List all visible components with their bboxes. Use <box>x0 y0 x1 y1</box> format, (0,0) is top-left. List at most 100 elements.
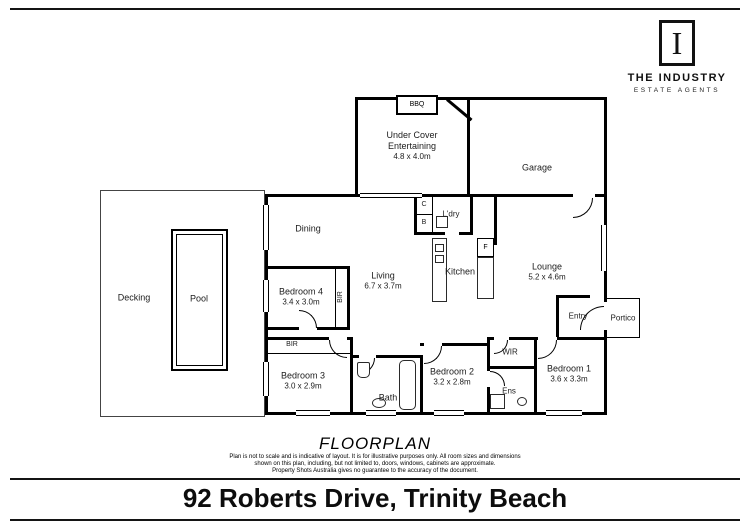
room-label-bedroom1: Bedroom 1 3.6 x 3.3m <box>547 364 591 385</box>
room-dims: 5.2 x 4.6m <box>528 272 566 282</box>
room-label-dining: Dining <box>295 223 321 234</box>
room-name: Bedroom 3 <box>280 370 326 381</box>
property-address: 92 Roberts Drive, Trinity Beach <box>182 483 568 513</box>
fixture <box>357 362 370 378</box>
disclaimer-line: shown on this plan, including, but not l… <box>254 461 496 467</box>
room-dims: 6.7 x 3.7m <box>364 281 402 291</box>
room-name: Under Cover <box>386 130 438 140</box>
wall <box>350 337 353 415</box>
room-name: Bedroom 2 <box>429 366 475 377</box>
fixture <box>432 238 447 302</box>
address-divider-top <box>10 478 740 480</box>
wall <box>265 266 350 269</box>
agency-logo: I THE INDUSTRY ESTATE AGENTS <box>622 20 732 94</box>
fridge-box: F <box>477 238 494 257</box>
room-name: Lounge <box>531 261 563 272</box>
disclaimer: Plan is not to scale and is indicative o… <box>0 454 750 475</box>
wall <box>265 337 353 340</box>
top-divider <box>10 8 740 10</box>
room-label-cupboard-b: B <box>421 219 427 226</box>
room-label-cupboard-c: C <box>421 201 427 208</box>
window <box>366 410 396 416</box>
window <box>263 280 269 312</box>
agency-tagline: ESTATE AGENTS <box>633 87 721 94</box>
window <box>360 193 422 198</box>
wall <box>534 337 537 415</box>
wall <box>556 295 559 337</box>
agency-name: THE INDUSTRY <box>627 72 727 84</box>
room-dims: 3.6 x 3.3m <box>550 374 588 384</box>
bbq-box: BBQ <box>396 95 438 115</box>
portico-outline <box>607 298 640 338</box>
door-gap <box>359 355 376 358</box>
wall <box>415 214 432 215</box>
wall <box>265 353 351 354</box>
wall <box>470 197 473 235</box>
room-label-bbq: BBQ <box>409 101 425 108</box>
room-label-fridge: F <box>483 243 488 251</box>
window <box>263 362 269 396</box>
pool-inner-outline <box>176 234 223 366</box>
room-dims: 3.0 x 2.9m <box>284 381 322 391</box>
fixture <box>436 216 448 228</box>
fixture <box>435 244 444 252</box>
room-label-bir-bed3: BIR <box>286 341 298 348</box>
wall <box>414 197 417 235</box>
fixture <box>399 360 416 410</box>
room-dims: 4.8 x 4.0m <box>393 152 431 161</box>
room-label-kitchen: Kitchen <box>444 266 476 277</box>
wall <box>347 266 350 330</box>
fixture <box>435 255 444 263</box>
room-label-bath: Bath <box>378 392 398 403</box>
door-gap <box>424 343 442 346</box>
room-label-lounge: Lounge 5.2 x 4.6m <box>528 262 565 283</box>
wall <box>432 197 433 233</box>
room-label-entry: Entry <box>568 311 588 321</box>
room-label-laundry: L'dry <box>442 209 460 219</box>
window <box>296 410 330 416</box>
logo-monogram-box: I <box>659 20 695 66</box>
door-gap <box>603 302 608 330</box>
wall <box>335 266 336 327</box>
garage-outline <box>467 97 607 197</box>
fixture <box>477 257 494 299</box>
room-name: Living <box>371 270 395 281</box>
address-divider-bottom <box>10 519 740 521</box>
room-name: Bedroom 4 <box>278 286 324 297</box>
fixture <box>517 397 527 406</box>
wall <box>556 295 590 298</box>
wall <box>420 355 423 415</box>
room-label-bedroom4: Bedroom 4 3.4 x 3.0m <box>279 287 323 308</box>
door-gap <box>299 327 317 330</box>
floorplan-title: FLOORPLAN <box>319 434 431 453</box>
pool-outline <box>171 229 228 371</box>
fixture <box>372 398 386 408</box>
room-name: Entertaining <box>387 141 437 151</box>
room-label-bedroom2: Bedroom 2 3.2 x 2.8m <box>430 367 474 388</box>
room-label-living: Living 6.7 x 3.7m <box>364 271 401 292</box>
room-label-decking: Decking <box>117 292 151 303</box>
window <box>546 410 582 416</box>
room-label-bedroom3: Bedroom 3 3.0 x 2.9m <box>281 371 325 392</box>
wall <box>487 366 537 369</box>
room-label-garage: Garage <box>521 162 553 173</box>
room-label-ensuite: Ens <box>502 386 516 396</box>
door-gap <box>487 371 490 387</box>
room-label-bir-bed4: BIR <box>337 291 344 303</box>
logo-monogram: I <box>671 24 683 61</box>
disclaimer-line: Plan is not to scale and is indicative o… <box>229 454 521 460</box>
disclaimer-line: Property Shots Australia gives no guaran… <box>272 468 478 474</box>
room-dims: 3.2 x 2.8m <box>433 377 471 387</box>
room-label-wir: WIR <box>502 347 518 357</box>
room-name: Bedroom 1 <box>546 363 592 374</box>
wall <box>353 355 423 358</box>
room-label-pool: Pool <box>189 293 209 304</box>
door-gap <box>494 337 509 340</box>
window <box>601 225 607 271</box>
door-gap <box>538 337 557 340</box>
wall <box>414 232 473 235</box>
room-label-under-cover: Under Cover Entertaining 4.8 x 4.0m <box>386 130 437 162</box>
door-gap <box>445 232 459 235</box>
door-gap <box>573 194 595 198</box>
